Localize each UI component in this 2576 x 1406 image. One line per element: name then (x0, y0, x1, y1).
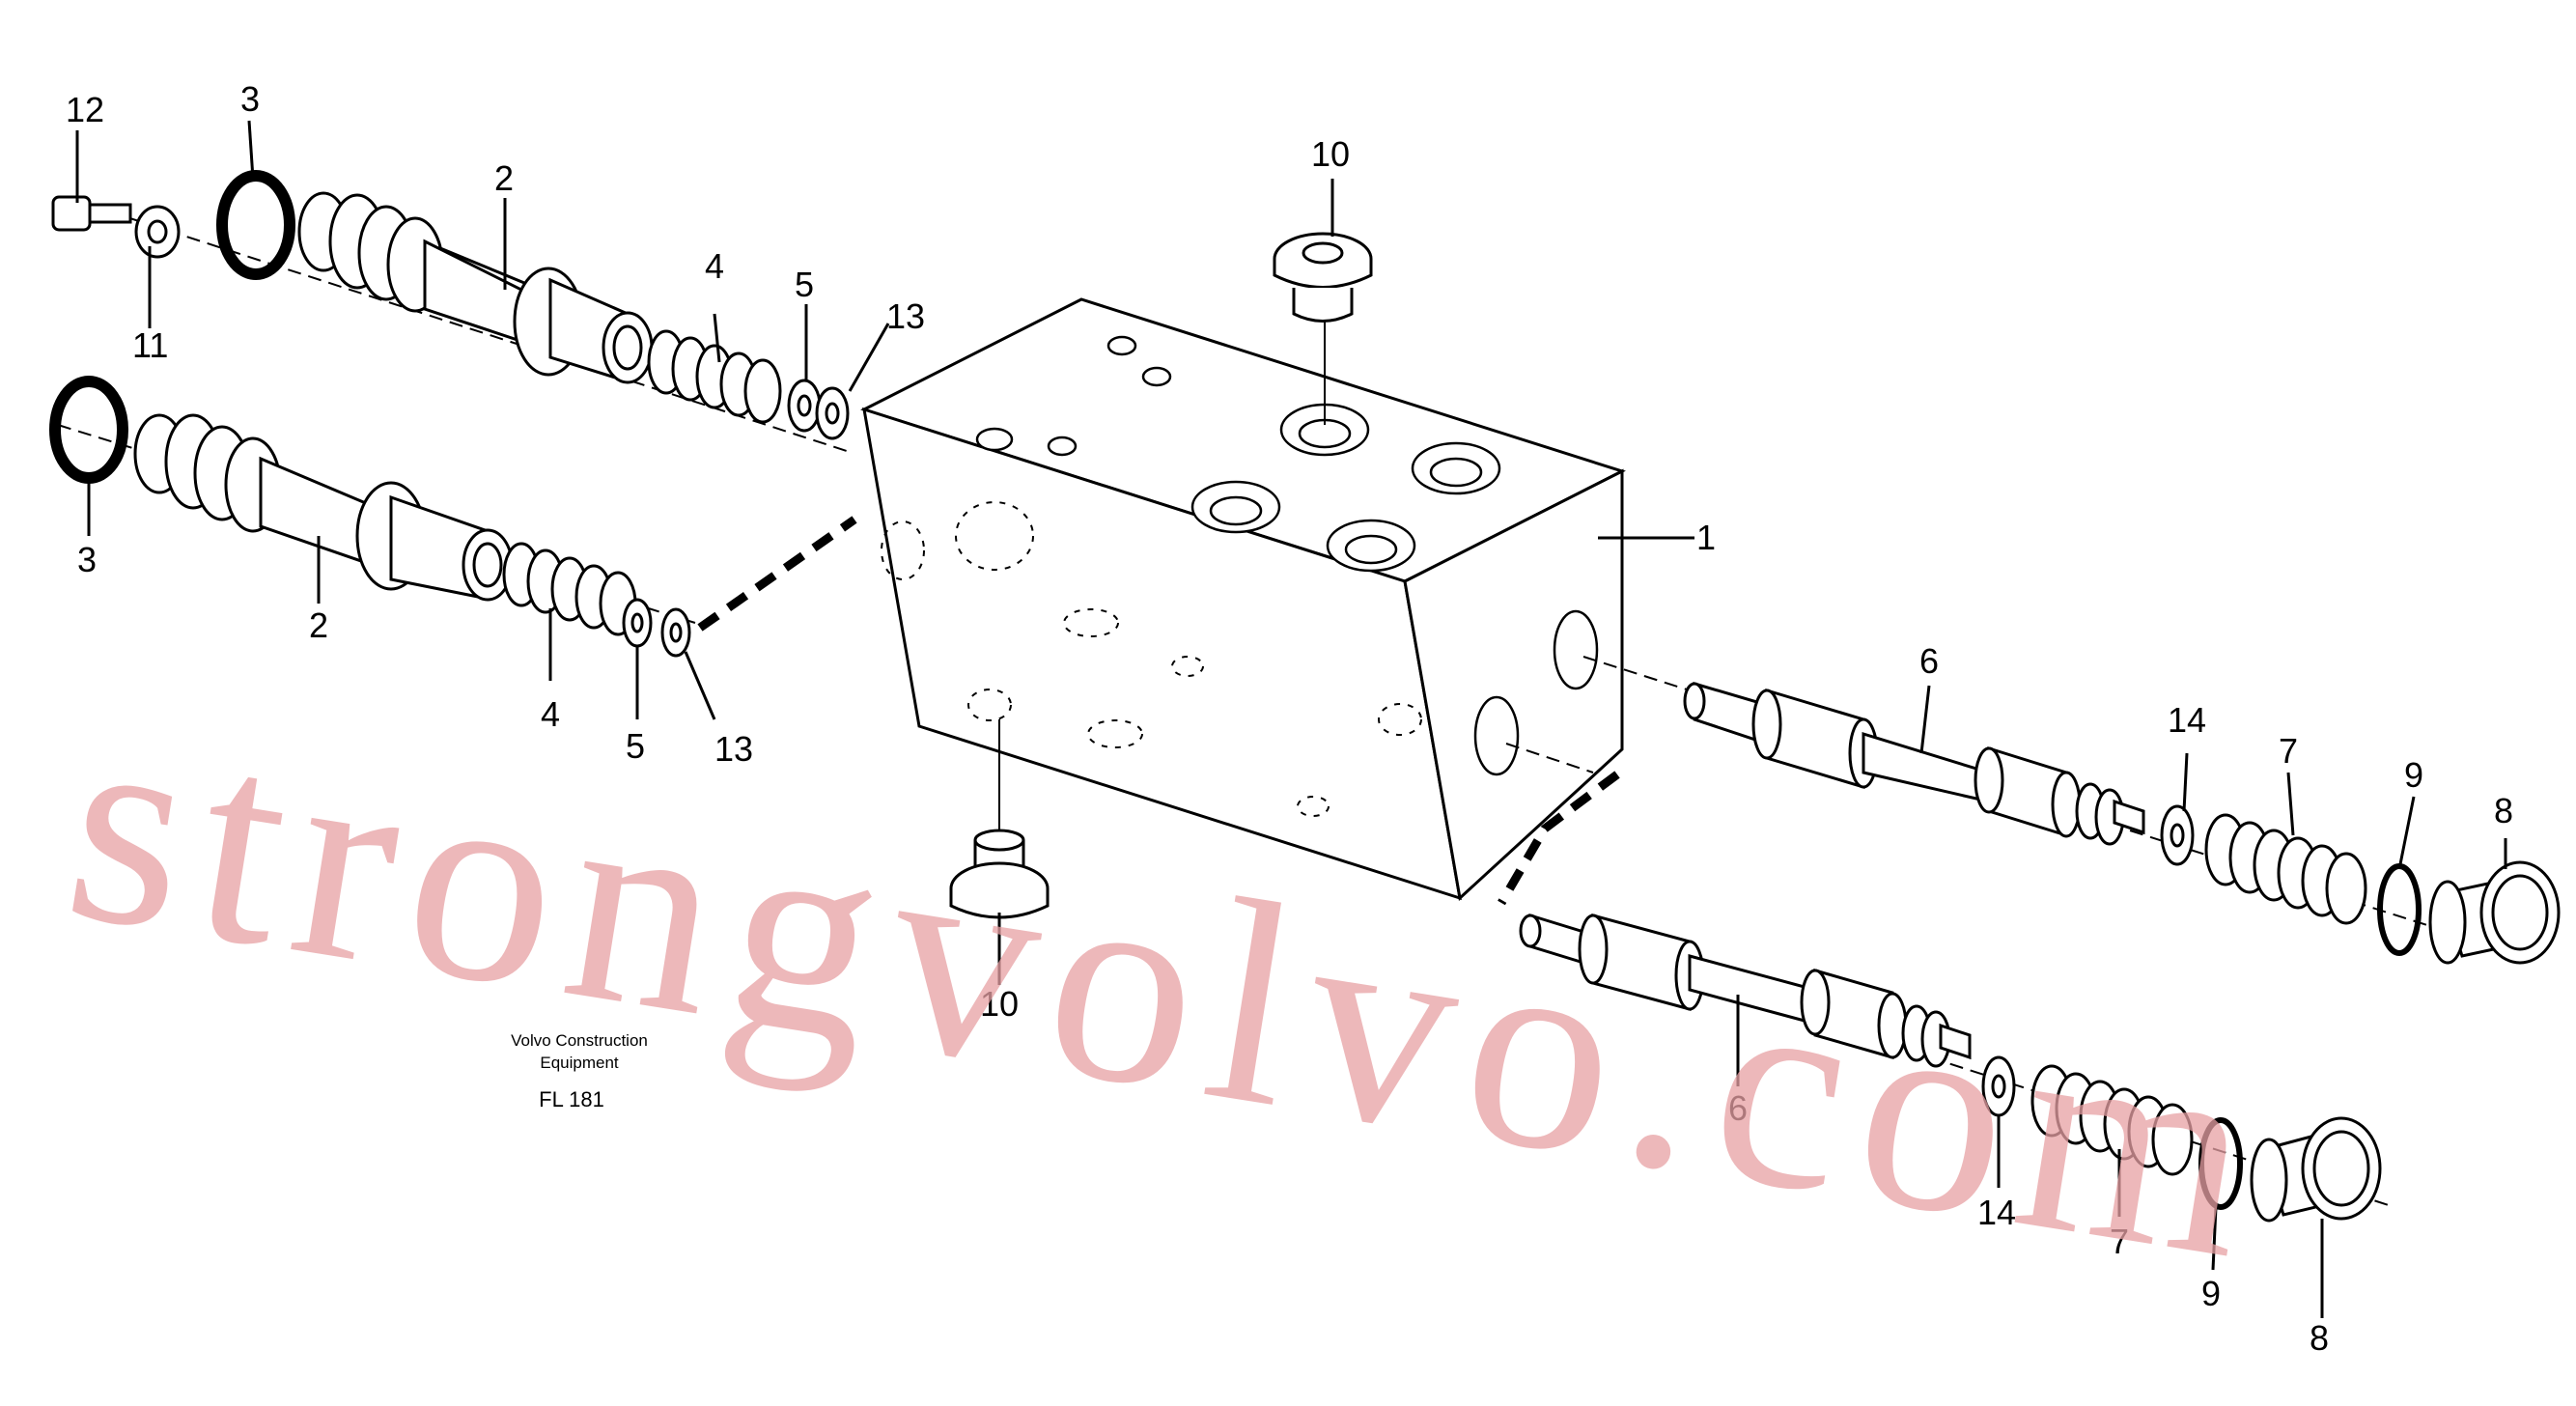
callout-6-lower: 6 (1728, 1088, 1748, 1128)
oring-3-lower-part (49, 376, 128, 484)
callout-8-lower: 8 (2310, 1318, 2329, 1358)
callout-9-upper: 9 (2404, 755, 2423, 795)
callout-4-upper: 4 (705, 246, 724, 286)
callout-7-upper: 7 (2279, 731, 2298, 771)
callout-labels: 12 3 2 11 4 5 13 10 3 2 4 5 13 1 6 14 7 … (66, 79, 2513, 1358)
spring-7-upper-part (2204, 813, 2367, 925)
oring-9-upper-part (2377, 863, 2422, 956)
oring-9-lower-part (2198, 1117, 2243, 1210)
right-lower-assembly (1498, 743, 2395, 1223)
callout-5-upper: 5 (795, 265, 814, 304)
callout-6-upper: 6 (1919, 641, 1939, 681)
lower-left-assembly (49, 376, 857, 658)
callout-4-lower: 4 (541, 694, 560, 734)
callout-3-upper: 3 (240, 79, 260, 119)
spring-4-lower-part (502, 542, 637, 636)
figure-caption: Volvo Construction Equipment FL 181 (511, 1031, 648, 1111)
valve-cartridge-2-lower-part (133, 413, 514, 602)
caption-line-2: Equipment (540, 1054, 619, 1072)
callout-11: 11 (132, 325, 168, 365)
leader-lines (75, 120, 2507, 1318)
callout-7-lower: 7 (2110, 1222, 2129, 1261)
figure-code: FL 181 (539, 1087, 604, 1111)
callout-13-lower: 13 (714, 729, 753, 769)
valve-block (860, 297, 1626, 901)
callout-14-upper: 14 (2168, 700, 2206, 740)
callout-2-lower: 2 (309, 605, 328, 645)
callout-5-lower: 5 (626, 726, 645, 766)
right-upper-assembly (1582, 656, 2561, 965)
callout-8-upper: 8 (2494, 791, 2513, 830)
spool-6-upper-part (1683, 681, 2145, 846)
callout-10-bottom: 10 (980, 984, 1019, 1024)
callout-12: 12 (66, 90, 104, 129)
callout-14-lower: 14 (1977, 1193, 2016, 1232)
plug-8-lower-part (2250, 1116, 2382, 1223)
oring-3-upper-part (216, 170, 295, 280)
callout-9-lower: 9 (2201, 1274, 2221, 1313)
spring-7-lower-part (2030, 1064, 2194, 1176)
callout-13-upper: 13 (886, 296, 925, 336)
plug-10-top-part (1273, 232, 1373, 425)
plug-10-bottom-part (949, 719, 1050, 919)
screw-12-part (51, 195, 132, 232)
spring-4-upper-part (647, 329, 782, 424)
callout-10-top: 10 (1311, 134, 1350, 174)
callout-3-lower: 3 (77, 540, 97, 579)
callout-1: 1 (1696, 518, 1716, 557)
spool-6-lower-part (1519, 913, 1972, 1068)
callout-2-upper: 2 (494, 158, 514, 198)
upper-left-assembly (51, 170, 851, 453)
plug-8-upper-part (2428, 860, 2561, 965)
caption-line-1: Volvo Construction (511, 1031, 648, 1050)
valve-cartridge-2-upper-part (297, 191, 654, 384)
